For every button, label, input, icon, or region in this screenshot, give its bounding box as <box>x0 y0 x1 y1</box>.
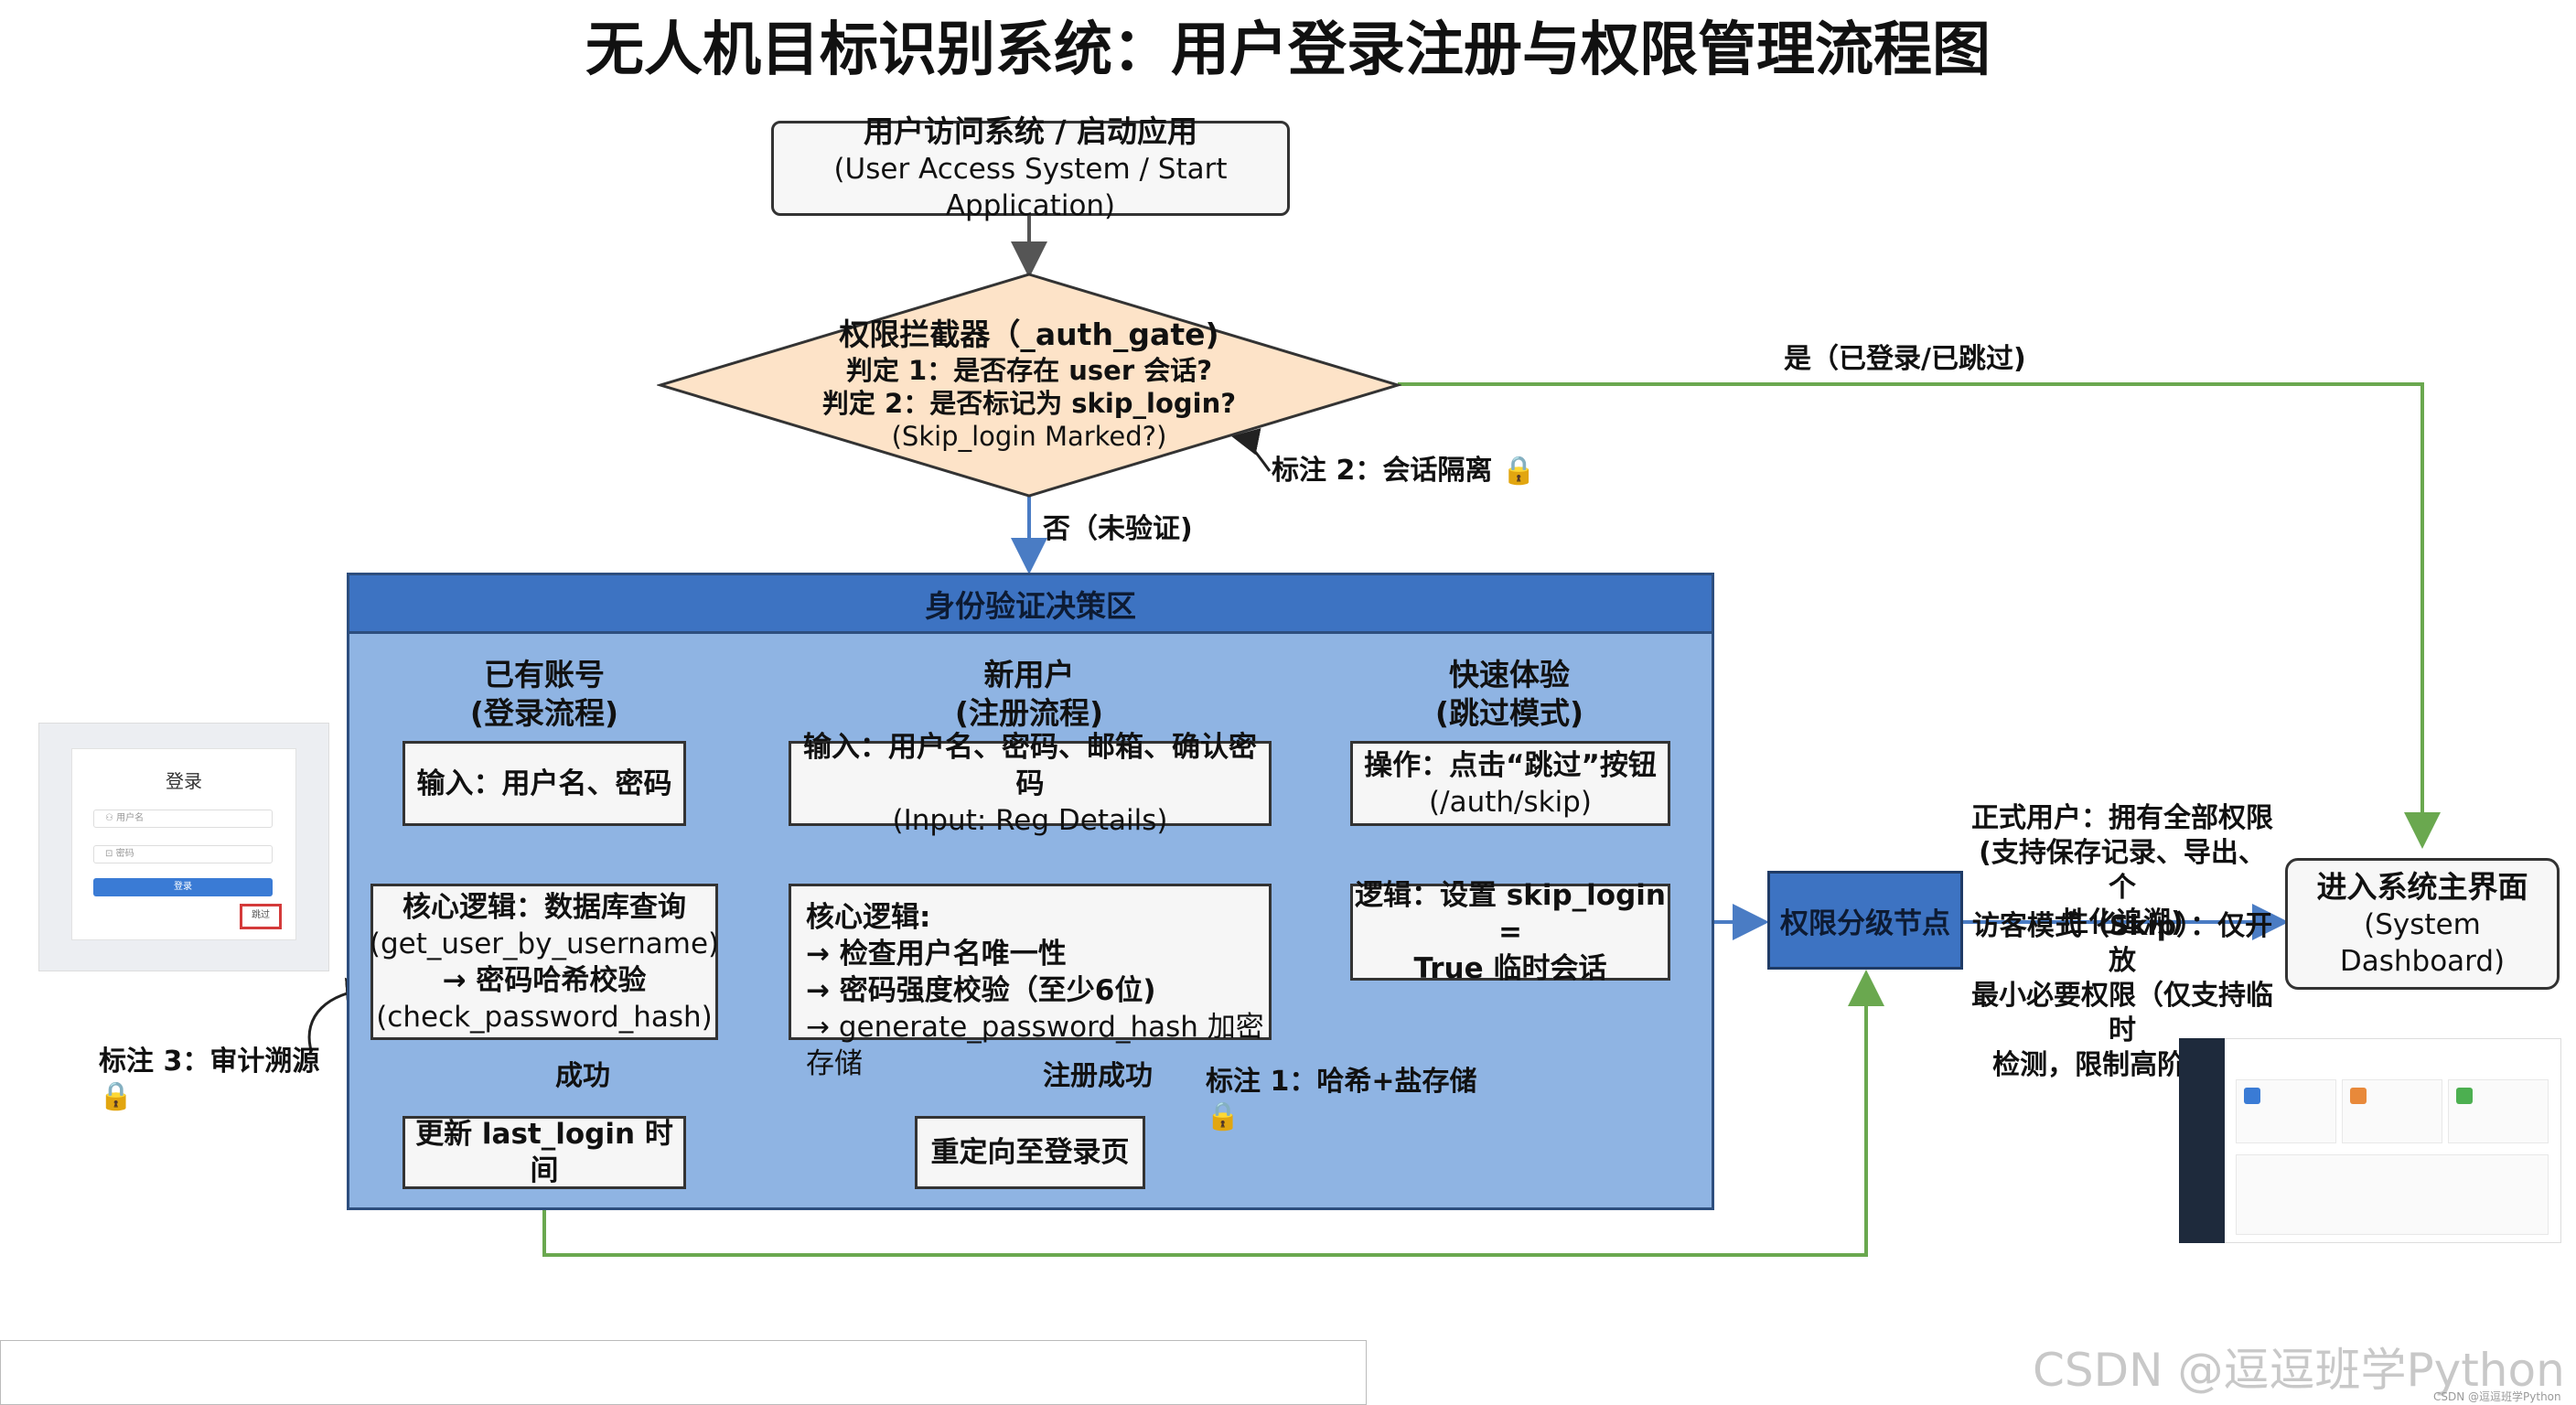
note2-pointer <box>1231 428 1272 472</box>
note1-text: 标注 1：哈希+盐存储 <box>1206 1066 1477 1098</box>
dashboard-preview-card <box>2236 1079 2336 1143</box>
formal-line3: 性化追溯) <box>2061 906 2184 938</box>
skip-op-box: 操作：点击“跳过”按钮 (/auth/skip) <box>1350 741 1670 826</box>
login-preview-title: 登录 <box>166 770 202 792</box>
skip-logic-box: 逻辑：设置 skip_login = True 临时会话 <box>1350 879 1670 985</box>
gate-line3: 判定 2：是否标记为 skip_login? <box>821 388 1237 419</box>
register-logic-line4: → generate_password_hash 加密存储 <box>806 1011 1264 1080</box>
arrow-gate-yes-to-dashboard <box>1398 382 2441 849</box>
yes-label: 是（已登录/已跳过) <box>1784 343 2026 375</box>
lock-icon: 🔒 <box>1501 455 1537 487</box>
decision-zone-title: 身份验证决策区 <box>347 573 1714 634</box>
note3-text: 标注 3：审计溯源 <box>99 1046 320 1078</box>
login-input-box: 输入：用户名、密码 <box>402 741 686 826</box>
login-preview-skip: 跳过 <box>240 904 282 929</box>
dashboard-node: 进入系统主界面 (System Dashboard) <box>2285 858 2560 990</box>
stat-icon <box>2244 1088 2260 1104</box>
gate-line4: (Skip_login Marked?) <box>891 421 1167 452</box>
register-title1: 新用户 <box>983 657 1075 692</box>
skip-op-line2: (/auth/skip) <box>1429 785 1592 819</box>
update-last-login-text: 更新 last_login 时间 <box>415 1118 673 1187</box>
dashboard-preview-table <box>2236 1154 2549 1235</box>
stat-icon <box>2456 1088 2473 1104</box>
skip-op-line1: 操作：点击“跳过”按钮 <box>1364 748 1657 782</box>
login-logic-line1: 核心逻辑：数据库查询 <box>402 890 686 924</box>
dashboard-line1: 进入系统主界面 <box>2316 869 2528 905</box>
footer-blank-box <box>0 1340 1367 1405</box>
register-logic-line1: 核心逻辑: <box>806 901 931 934</box>
lock-icon: 🔒 <box>1206 1100 1240 1132</box>
login-logic-line2: (get_user_by_username) <box>369 927 720 960</box>
register-logic-line2: → 检查用户名唯一性 <box>806 938 1067 971</box>
dashboard-line2: (System Dashboard) <box>2339 908 2506 978</box>
skip-title2: (跳过模式) <box>1434 695 1584 731</box>
login-input-text: 输入：用户名、密码 <box>416 767 672 800</box>
login-success-label: 成功 <box>555 1060 610 1092</box>
note2-label: 标注 2：会话隔离 🔒 <box>1272 454 1546 490</box>
gate-line2: 判定 1：是否存在 user 会话? <box>845 355 1213 386</box>
skip-title1: 快速体验 <box>1449 657 1570 692</box>
arrow-update-to-node <box>542 970 1884 1257</box>
note3-label: 标注 3：审计溯源 🔒 <box>99 1045 355 1112</box>
login-logic-line3: → 密码哈希校验 <box>442 963 647 997</box>
lock-icon: 🔒 <box>99 1080 134 1112</box>
guest-mode-text: 访客模式（Skip）：仅开放 最小必要权限（仅支持临时 检测，限制高阶功能) <box>1967 910 2278 1081</box>
register-column-title: 新用户 (注册流程) <box>878 653 1180 735</box>
login-preview-button: 登录 <box>93 878 273 896</box>
login-preview-card <box>71 748 296 940</box>
lock-icon: ⊡ <box>105 849 113 859</box>
permission-node: 权限分级节点 <box>1767 871 1963 970</box>
register-input-line2: (Input: Reg Details) <box>892 803 1168 837</box>
note2-text: 标注 2：会话隔离 <box>1272 455 1493 487</box>
user-icon: ⚇ <box>105 813 113 823</box>
formal-user-text: 正式用户：拥有全部权限 (支持保存记录、导出、个 性化追溯) <box>1967 802 2278 938</box>
start-line2: (User Access System / Start Application) <box>833 153 1228 222</box>
stat-icon <box>2350 1088 2367 1104</box>
redirect-login-text: 重定向至登录页 <box>930 1136 1130 1169</box>
note1-label: 标注 1：哈希+盐存储 🔒 <box>1206 1065 1498 1132</box>
auth-gate-text: 权限拦截器（_auth_gate) 判定 1：是否存在 user 会话? 判定 … <box>794 311 1264 457</box>
update-last-login-box: 更新 last_login 时间 <box>402 1116 686 1189</box>
skip-logic-line2: True 临时会话 <box>1413 952 1607 985</box>
register-input-box: 输入：用户名、密码、邮箱、确认密码 (Input: Reg Details) <box>789 731 1272 837</box>
register-title2: (注册流程) <box>954 695 1104 731</box>
login-title2: (登录流程) <box>469 695 619 731</box>
register-logic-line3: → 密码强度校验（至少6位) <box>806 974 1156 1007</box>
watermark: CSDN @逗逗班学Python <box>2033 1344 2565 1397</box>
login-preview-password: ⊡ 密码 <box>93 845 273 863</box>
login-title1: 已有账号 <box>484 657 605 692</box>
auth-gate-diamond <box>657 273 1401 498</box>
guest-line2: 最小必要权限（仅支持临时 <box>1971 980 2273 1046</box>
login-logic-line4: (check_password_hash) <box>376 1000 713 1034</box>
dashboard-preview-card <box>2342 1079 2442 1143</box>
register-input-line1: 输入：用户名、密码、邮箱、确认密码 <box>803 730 1257 800</box>
login-preview-username: ⚇ 用户名 <box>93 810 273 828</box>
login-preview-password-ph: 密码 <box>115 849 134 859</box>
dashboard-preview-sidebar <box>2179 1038 2225 1243</box>
page-title: 无人机目标识别系统：用户登录注册与权限管理流程图 <box>585 16 1991 84</box>
formal-line1: 正式用户：拥有全部权限 <box>1971 802 2273 834</box>
login-column-title: 已有账号 (登录流程) <box>402 653 686 735</box>
guest-line1: 访客模式（Skip）：仅开放 <box>1971 910 2273 977</box>
register-success-label: 注册成功 <box>1043 1060 1153 1092</box>
register-logic-box: 核心逻辑: → 检查用户名唯一性 → 密码强度校验（至少6位) → genera… <box>789 884 1272 1080</box>
formal-line2: (支持保存记录、导出、个 <box>1979 837 2266 904</box>
gate-line1: 权限拦截器（_auth_gate) <box>839 316 1219 352</box>
login-preview-username-ph: 用户名 <box>116 813 145 823</box>
watermark-small: CSDN @逗逗班学Python <box>2433 1390 2561 1403</box>
start-node: 用户访问系统 / 启动应用 (User Access System / Star… <box>771 113 1290 222</box>
dashboard-preview-card <box>2448 1079 2549 1143</box>
redirect-login-box: 重定向至登录页 <box>915 1116 1145 1189</box>
start-line1: 用户访问系统 / 启动应用 <box>863 113 1198 149</box>
no-label: 否（未验证) <box>1043 513 1193 545</box>
skip-logic-line1: 逻辑：设置 skip_login = <box>1355 879 1666 949</box>
skip-column-title: 快速体验 (跳过模式) <box>1372 653 1647 735</box>
login-logic-box: 核心逻辑：数据库查询 (get_user_by_username) → 密码哈希… <box>369 884 720 1040</box>
